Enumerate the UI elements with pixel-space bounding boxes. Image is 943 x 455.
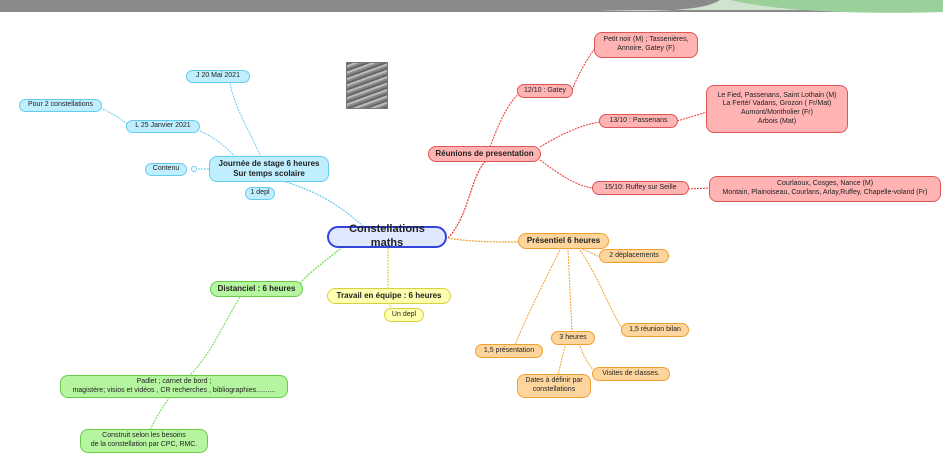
distanciel-node[interactable]: Distanciel : 6 heures [210, 281, 303, 297]
presentiel-node[interactable]: Présentiel 6 heures [518, 233, 609, 249]
visites-node[interactable]: Visites de classes. [592, 367, 670, 381]
deplacements-node[interactable]: 2 déplacements [599, 249, 669, 263]
trois-heures-node[interactable]: 3 heures [551, 331, 595, 345]
embedded-image-thumbnail[interactable] [346, 62, 388, 109]
ruffey-node[interactable]: 15/10: Ruffey sur Seille [592, 181, 689, 195]
journee-depl-node[interactable]: 1 depl [245, 187, 275, 200]
journee-stage-node[interactable]: Journée de stage 6 heures Sur temps scol… [209, 156, 329, 182]
contenu-node[interactable]: Contenu [145, 163, 187, 176]
passenans-detail-node[interactable]: Le Fied, Passenans, Saint Lothain (M) La… [706, 85, 848, 133]
presentation-node[interactable]: 1,5 présentation [475, 344, 543, 358]
reunion-bilan-node[interactable]: 1,5 réunion bilan [621, 323, 689, 337]
central-topic[interactable]: Constellations maths [327, 223, 447, 249]
gatey-detail-node[interactable]: Petit noir (M) ; Tassenières, Annoire, G… [594, 32, 698, 58]
construit-node[interactable]: Construit selon les besoins de la conste… [80, 429, 208, 453]
date-mai-node[interactable]: J 20 Mai 2021 [186, 70, 250, 83]
travail-equipe-node[interactable]: Travail en équipe : 6 heures [327, 288, 451, 304]
top-bar-decoration [600, 0, 943, 13]
dates-node[interactable]: Dates à définir par constellations [517, 374, 591, 398]
pour-constellations-node[interactable]: Pour 2 constellations [19, 99, 102, 112]
passenans-node[interactable]: 13/10 : Passenans [599, 114, 678, 128]
gatey-node[interactable]: 12/10 : Gatey [517, 84, 573, 98]
collapse-toggle-icon[interactable] [191, 166, 197, 172]
date-janvier-node[interactable]: L 25 Janvier 2021 [126, 120, 200, 133]
travail-depl-node[interactable]: Un depl [384, 308, 424, 322]
reunions-node[interactable]: Réunions de presentation [428, 146, 541, 162]
ruffey-detail-node[interactable]: Courlaoux, Cosges, Nance (M) Montain, Pl… [709, 176, 941, 202]
padlet-node[interactable]: Padlet ; carnet de bord ; magistère; vis… [60, 375, 288, 398]
